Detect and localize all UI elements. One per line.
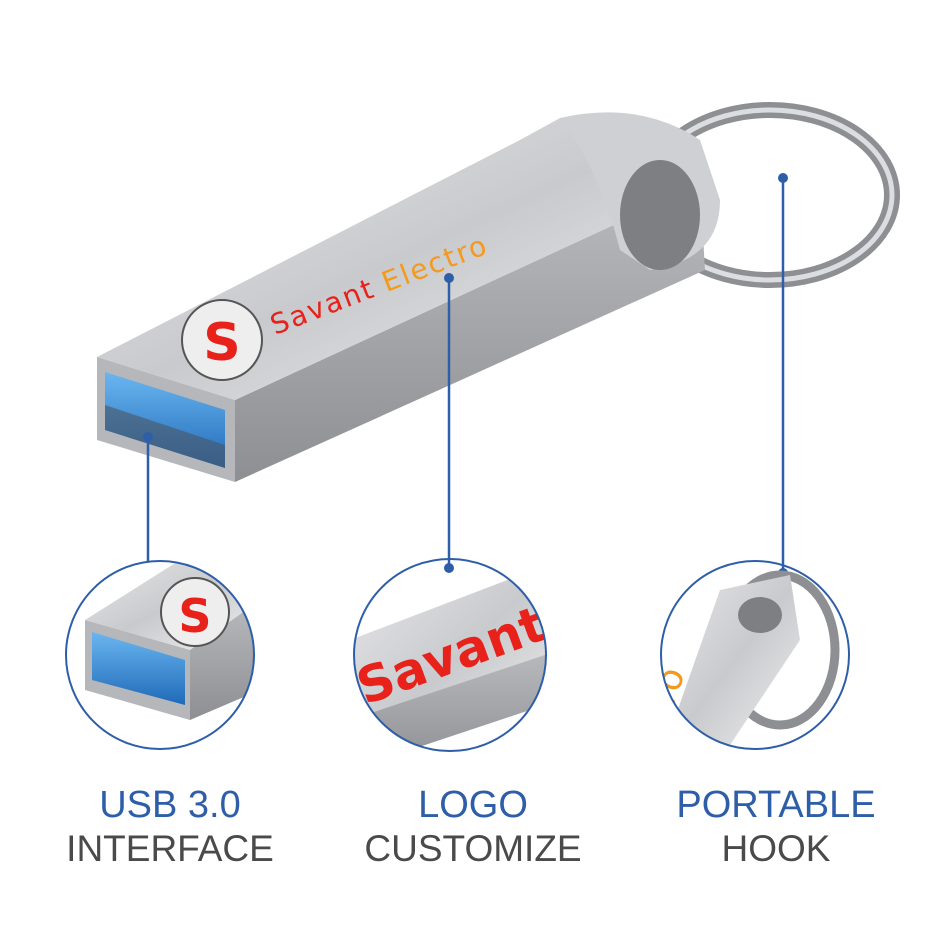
callout-lines bbox=[146, 178, 785, 578]
logo-badge bbox=[181, 299, 263, 381]
callout-dot bbox=[444, 273, 454, 283]
callout-title: LOGO bbox=[418, 784, 528, 826]
zoom-logo: Savant bbox=[353, 558, 547, 752]
callout-label-logo: LOGO CUSTOMIZE bbox=[323, 786, 623, 867]
callout-label-hook: PORTABLE HOOK bbox=[626, 786, 926, 867]
usb-drive: S SavantElectro bbox=[97, 112, 720, 482]
callout-dot bbox=[143, 432, 153, 442]
callout-title: PORTABLE bbox=[676, 784, 876, 826]
callout-dot bbox=[444, 563, 454, 573]
callout-dot bbox=[778, 173, 788, 183]
callout-title: USB 3.0 bbox=[99, 784, 241, 826]
callout-subtitle: HOOK bbox=[721, 828, 831, 869]
zoom-hook: tro bbox=[660, 560, 850, 750]
svg-text:S: S bbox=[178, 589, 211, 643]
callout-subtitle: INTERFACE bbox=[66, 828, 274, 869]
callout-label-usb: USB 3.0 INTERFACE bbox=[20, 786, 320, 867]
logo-letter: S bbox=[203, 313, 240, 373]
callout-subtitle: CUSTOMIZE bbox=[364, 828, 582, 869]
zoom-usb-interface: S bbox=[65, 560, 255, 750]
